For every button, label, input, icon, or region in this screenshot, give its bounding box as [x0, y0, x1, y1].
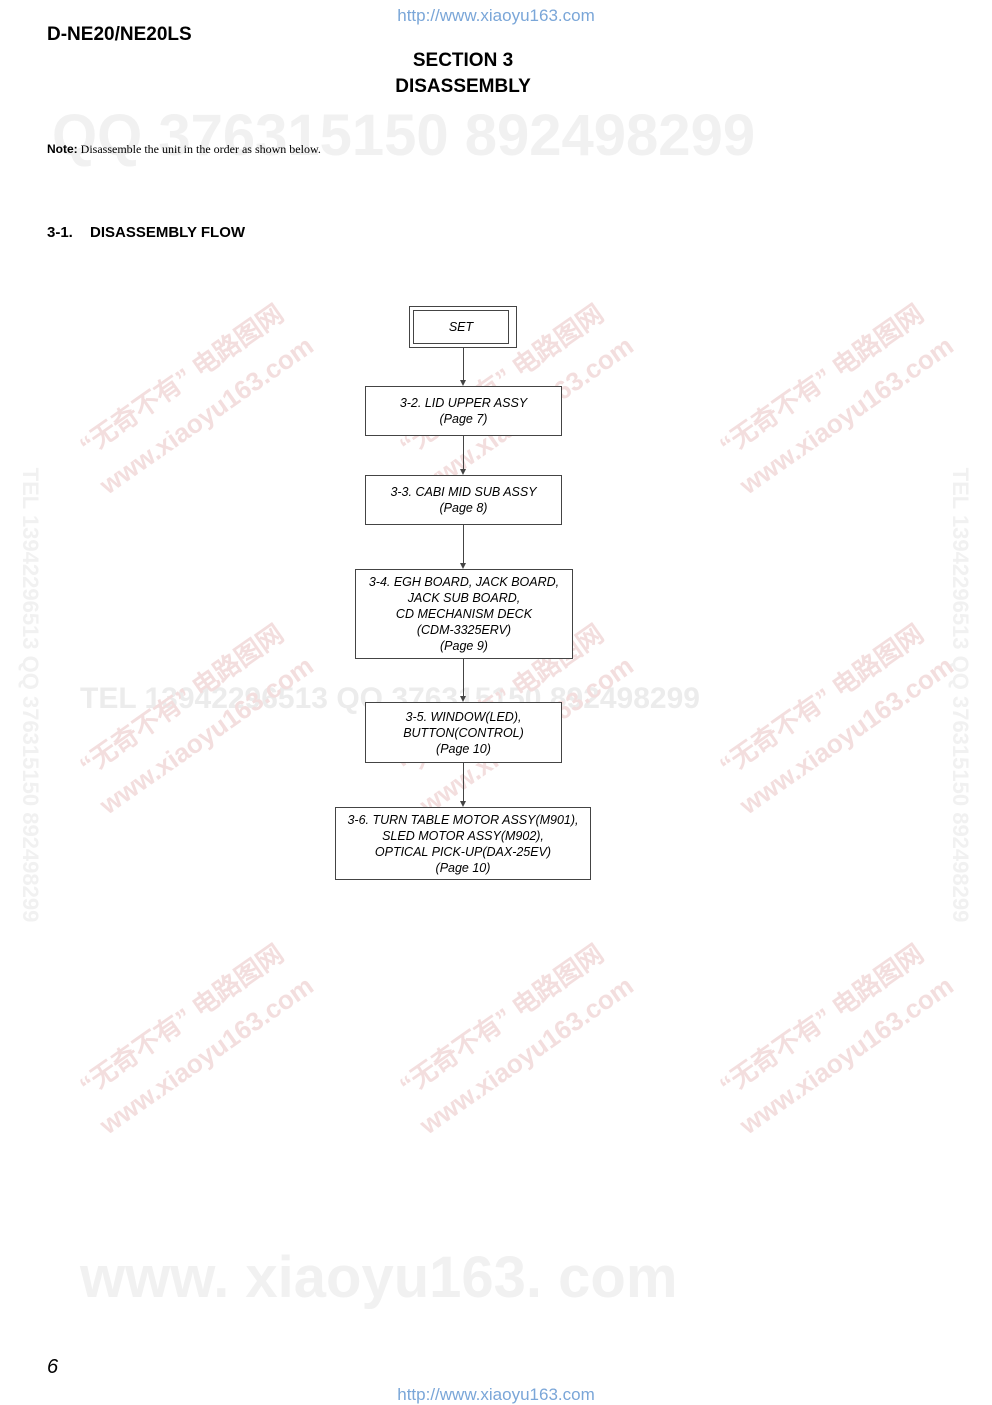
flow-node-text: 3-3. CABI MID SUB ASSY: [390, 485, 537, 499]
flow-node-text: (Page 9): [440, 639, 488, 653]
note-label: Note:: [47, 142, 78, 156]
section-number: SECTION 3: [412, 50, 514, 71]
flow-node-text: (Page 10): [435, 860, 491, 875]
note: Note: Disassemble the unit in the order …: [47, 142, 321, 157]
flow-node-text: 3-4. EGH BOARD, JACK BOARD,: [368, 575, 560, 589]
flow-node-text: 3-6. TURN TABLE MOTOR ASSY(M901),: [347, 812, 579, 827]
flow-node-step-4: 3-5. WINDOW(LED), BUTTON(CONTROL) (Page …: [365, 702, 562, 763]
watermark-qq: QQ 376315150 892498299: [52, 103, 756, 168]
model-title: D-NE20/NE20LS: [47, 24, 192, 45]
flow-node-step-5: 3-6. TURN TABLE MOTOR ASSY(M901), SLED M…: [335, 807, 591, 880]
flow-node-text: SLED MOTOR ASSY(M902),: [382, 828, 544, 843]
flow-arrow: [460, 801, 466, 807]
note-text: Disassemble the unit in the order as sho…: [80, 142, 321, 156]
watermark-bottom: www. xiaoyu163. com: [80, 1245, 678, 1310]
watermark-side-left: TEL 13942296513 QQ 376315150 892498299: [18, 467, 43, 923]
flow-connector: [463, 762, 464, 801]
flow-node-text: (Page 8): [439, 501, 488, 515]
flow-node-text: (Page 10): [436, 741, 491, 756]
top-url-link[interactable]: http://www.xiaoyu163.com: [397, 6, 595, 25]
watermark-side-right: TEL 13942296513 QQ 376315150 892498299: [948, 467, 973, 923]
flow-arrow: [460, 469, 466, 475]
bottom-url-link[interactable]: http://www.xiaoyu163.com: [397, 1385, 595, 1404]
flow-node-text: CD MECHANISM DECK: [395, 607, 533, 621]
flow-connector: [463, 524, 464, 564]
flow-connector: [463, 347, 464, 380]
flow-node-text: OPTICAL PICK-UP(DAX-25EV): [374, 844, 552, 859]
flow-arrow: [460, 696, 466, 702]
flow-node-text: BUTTON(CONTROL): [403, 725, 524, 740]
flow-node-step-1: 3-2. LID UPPER ASSY (Page 7): [365, 386, 562, 436]
flow-node-step-3: 3-4. EGH BOARD, JACK BOARD, JACK SUB BOA…: [355, 569, 573, 659]
flow-node-text: (Page 7): [439, 412, 488, 426]
flow-node-text: JACK SUB BOARD,: [407, 591, 521, 605]
section-title: DISASSEMBLY: [395, 76, 531, 97]
flow-arrow: [460, 563, 466, 569]
flow-heading: 3-1. DISASSEMBLY FLOW: [47, 224, 245, 241]
flow-heading-number: 3-1.: [47, 224, 73, 241]
flow-heading-title: DISASSEMBLY FLOW: [90, 224, 246, 241]
flow-node-set: SET: [409, 306, 517, 348]
flow-node-text: 3-5. WINDOW(LED),: [405, 709, 522, 724]
flow-node-text: (CDM-3325ERV): [416, 623, 512, 637]
flow-arrow: [460, 380, 466, 386]
flow-node-step-2: 3-3. CABI MID SUB ASSY (Page 8): [365, 475, 562, 525]
flow-connector: [463, 435, 464, 469]
flow-node-text: 3-2. LID UPPER ASSY: [399, 396, 528, 410]
flow-connector: [463, 658, 464, 696]
page-number: 6: [47, 1356, 59, 1378]
flow-node-set-label: SET: [413, 310, 509, 344]
